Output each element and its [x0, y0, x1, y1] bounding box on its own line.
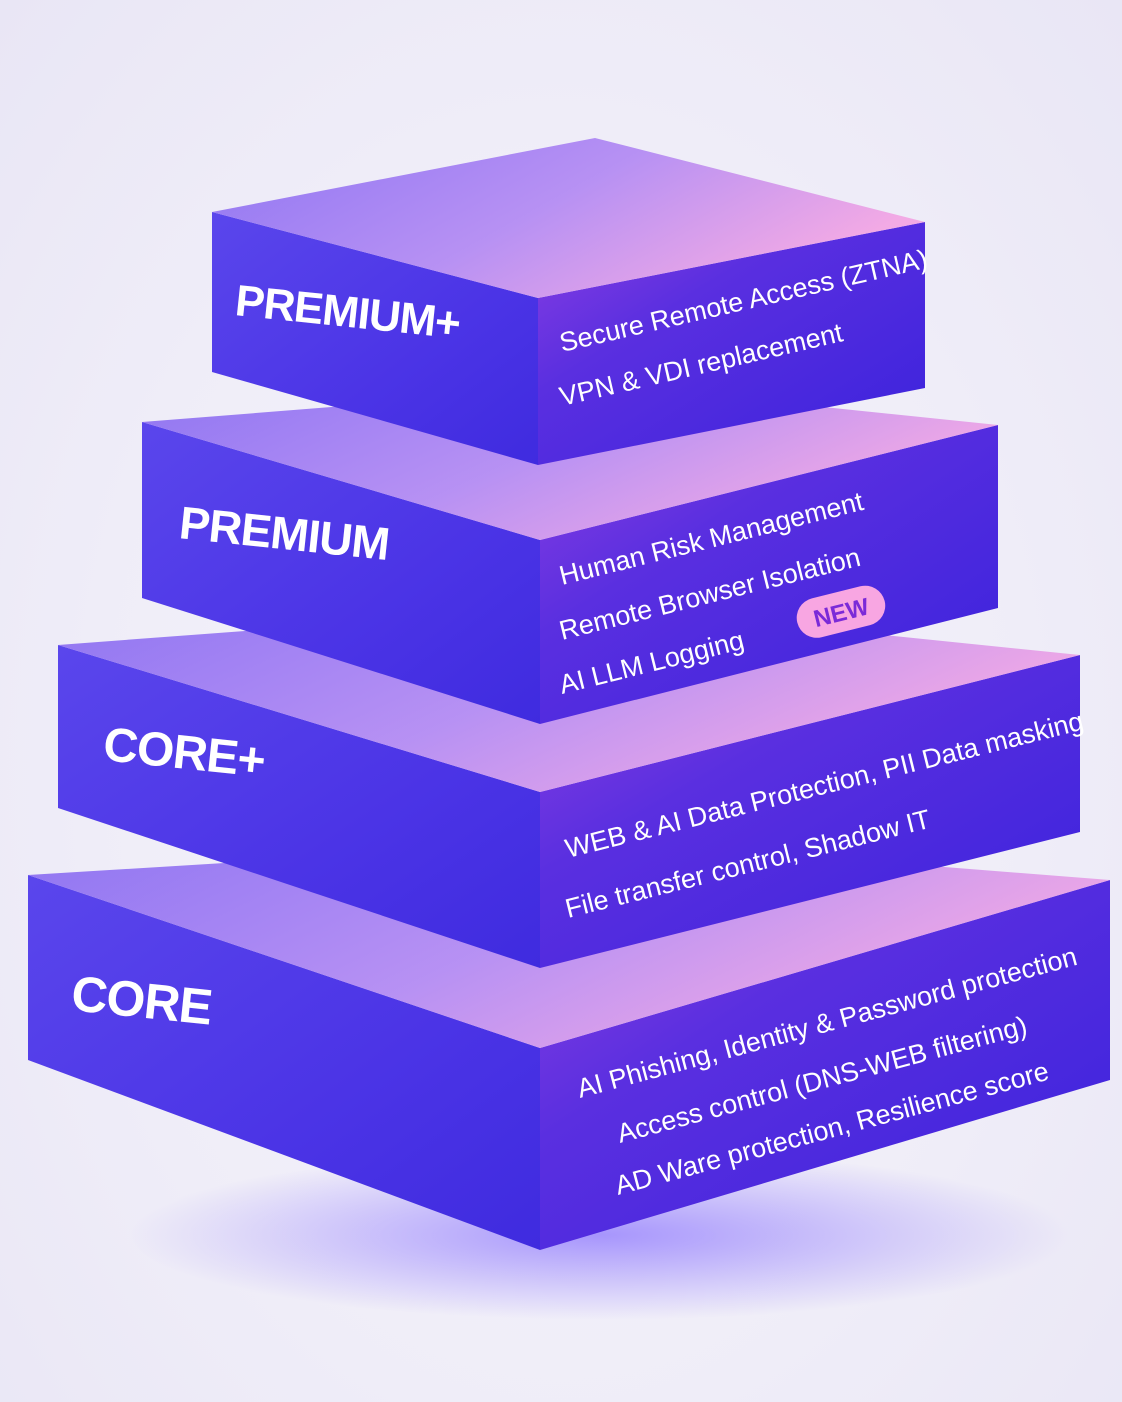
premium-plus-top-face [212, 138, 925, 298]
core-side-face [540, 880, 1110, 1250]
core-plus-side-face [540, 655, 1080, 968]
new-badge-bg [796, 585, 886, 638]
premium-plus-side-face [538, 222, 925, 465]
tier-premium-block: PREMIUM Human Risk Management Remote Bro… [142, 385, 998, 724]
premium-top-face [142, 385, 998, 540]
core-plus-front-face [58, 645, 540, 968]
premium-plus-front-face [212, 212, 538, 465]
tier-premium-plus-block: PREMIUM+ Secure Remote Access (ZTNA) VPN… [212, 138, 930, 465]
floor-glow [130, 1150, 1070, 1320]
premium-side-face [540, 425, 998, 724]
core-front-face [28, 875, 540, 1250]
premium-front-face [142, 422, 540, 724]
new-badge: NEW [796, 585, 886, 638]
